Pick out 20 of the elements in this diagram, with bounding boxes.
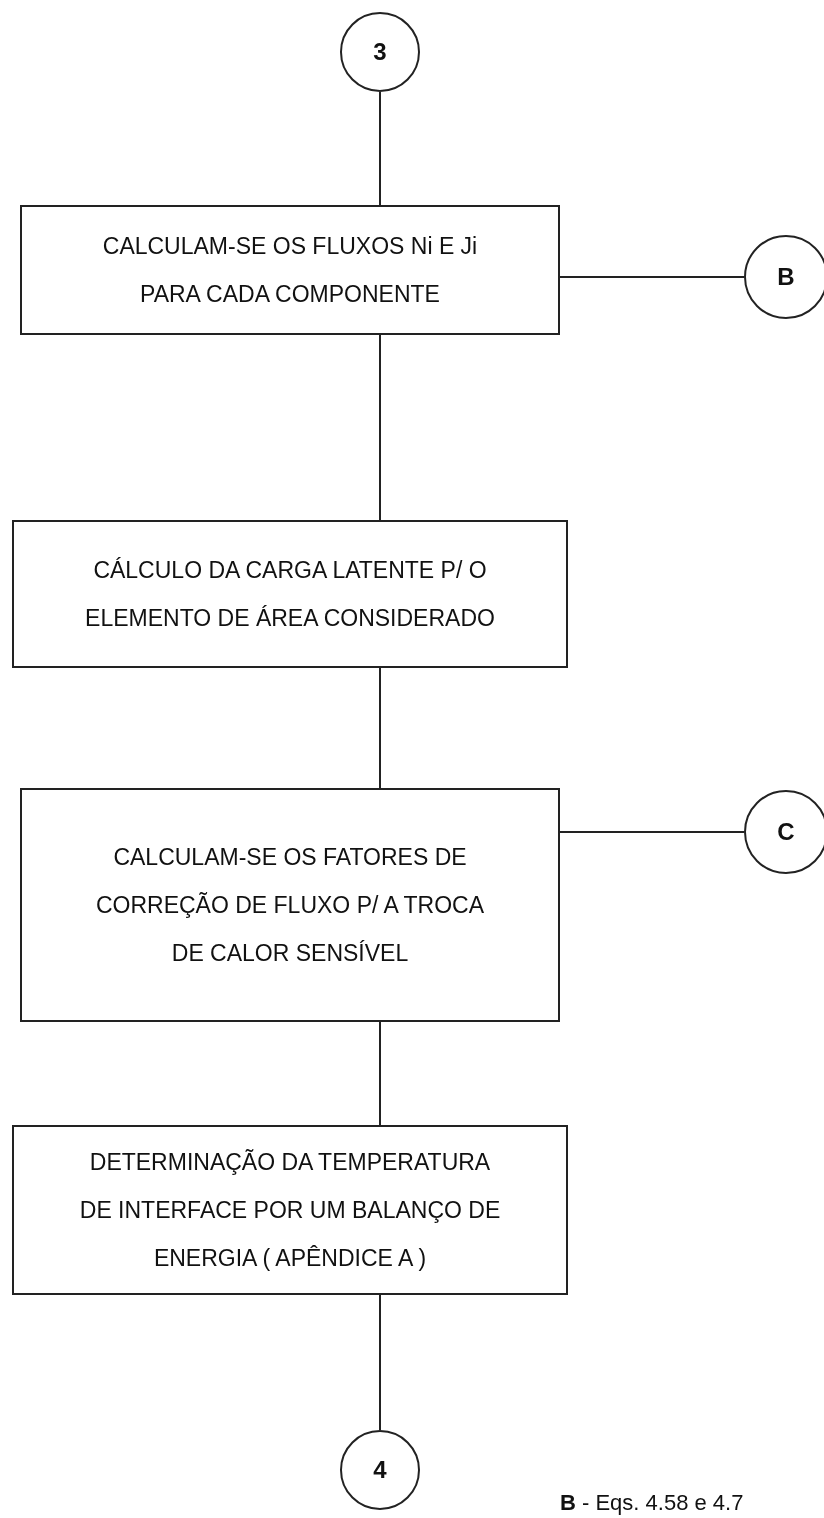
note-text: B - Eqs. 4.58 e 4.7: [560, 1490, 744, 1516]
connector-line: [559, 831, 745, 833]
connector-line: [379, 91, 381, 206]
connector-label: 4: [373, 1458, 387, 1482]
step-text: CÁLCULO DA CARGA LATENTE P/ O ELEMENTO DE ÁREA CONSIDERADO: [84, 556, 496, 633]
connector-line: [379, 1021, 381, 1126]
connector-label: C: [777, 820, 795, 844]
connector-label: B: [777, 265, 795, 289]
connector-label: 3: [373, 40, 387, 64]
process-box: [20, 788, 560, 1022]
connector-line: [559, 276, 745, 278]
step-text: CALCULAM-SE OS FATORES DE CORREÇÃO DE FLUXO P/ A TROCA DE CALOR SENSÍVEL: [94, 843, 486, 968]
step-text: CALCULAM-SE OS FLUXOS Ni E Ji PARA CADA COMPONENTE: [101, 232, 479, 309]
connector-line: [379, 667, 381, 789]
process-box: [20, 205, 560, 335]
process-box: [12, 1125, 568, 1295]
connector-line: [379, 1294, 381, 1431]
connector-line: [379, 334, 381, 521]
step-text: DETERMINAÇÃO DA TEMPERATURA DE INTERFACE POR UM BALANÇO DE ENERGIA ( APÊNDICE A ): [78, 1148, 502, 1273]
process-box: [12, 520, 568, 668]
